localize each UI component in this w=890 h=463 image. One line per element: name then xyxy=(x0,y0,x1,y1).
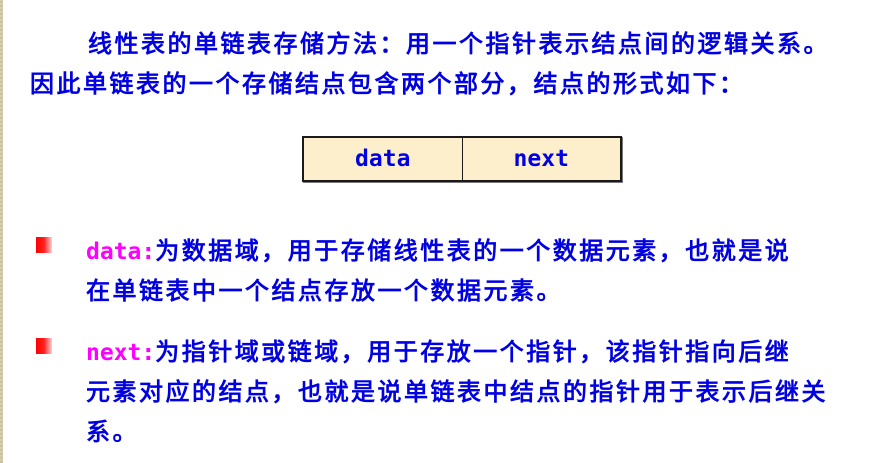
node-structure-diagram: data next xyxy=(302,136,622,182)
bullet-data-text: 为数据域，用于存储线性表的一个数据元素，也就是说 xyxy=(155,236,792,265)
bullet-square-icon xyxy=(36,338,52,354)
bullet-next-line-2: 元素对应的结点，也就是说单链表中结点的指针用于表示后继关 xyxy=(86,377,828,406)
intro-line-2: 因此单链表的一个存储结点包含两个部分，结点的形式如下： xyxy=(30,69,746,98)
keyword-next: next: xyxy=(86,340,156,366)
intro-line-1: 线性表的单链表存储方法：用一个指针表示结点间的逻辑关系。 xyxy=(88,29,830,58)
bullet-data-line-1: data:为数据域，用于存储线性表的一个数据元素，也就是说 xyxy=(86,231,791,266)
bullet-square-icon xyxy=(36,237,52,253)
bullet-data-line-2: 在单链表中一个结点存放一个数据元素。 xyxy=(86,276,563,305)
left-border-strip xyxy=(0,0,3,463)
bullet-next-line-3: 系。 xyxy=(86,417,139,446)
node-field-data: data xyxy=(355,146,411,172)
keyword-data: data: xyxy=(86,239,156,265)
node-field-next: next xyxy=(461,138,621,180)
bullet-next-line-1: next:为指针域或链域，用于存放一个指针，该指针指向后继 xyxy=(86,332,791,367)
bullet-next-text: 为指针域或链域，用于存放一个指针，该指针指向后继 xyxy=(155,337,792,366)
